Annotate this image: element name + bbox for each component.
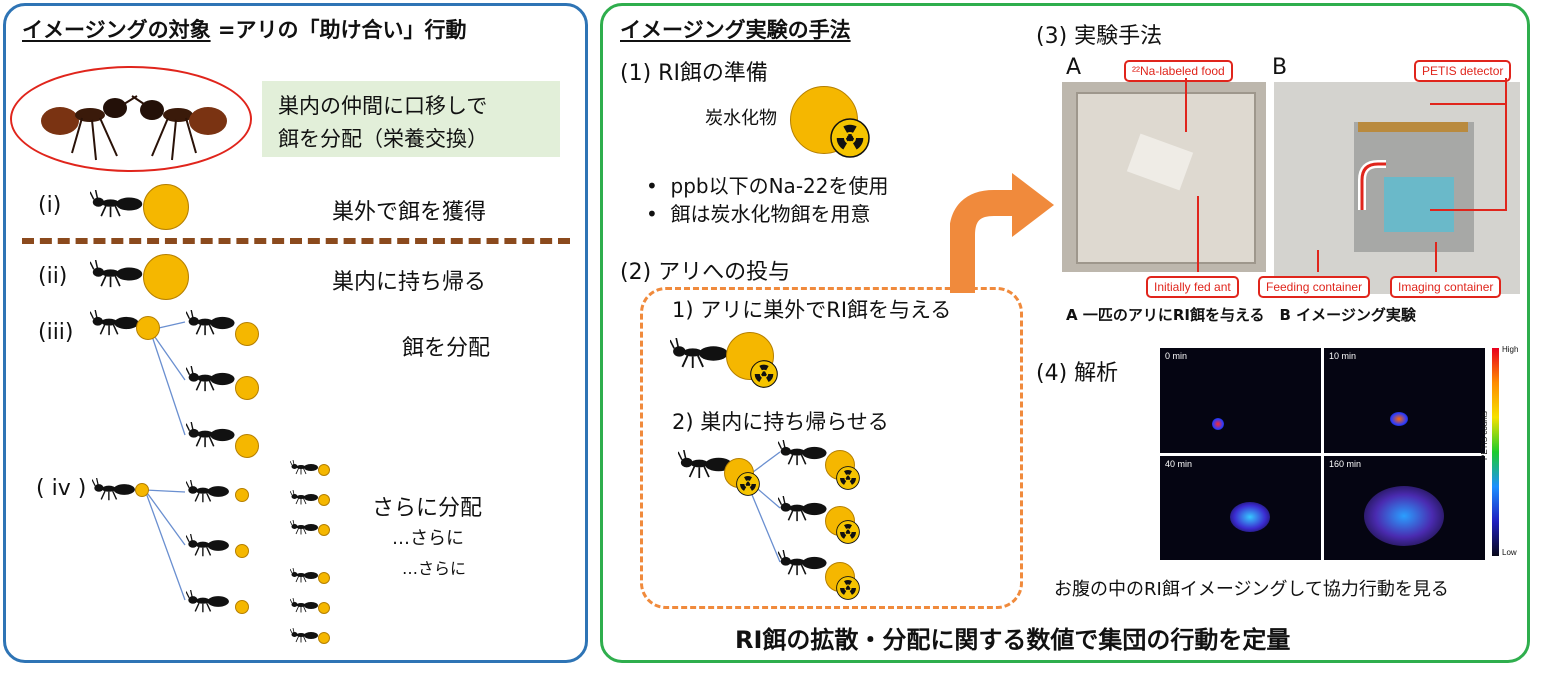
food-ball-icon	[235, 600, 249, 614]
signal-spot	[1364, 486, 1444, 546]
left-panel	[3, 3, 588, 663]
step-iv-label: さらに分配	[372, 496, 483, 521]
food-ball-icon	[318, 632, 330, 644]
food-ball-icon	[318, 572, 330, 584]
section-3-heading: (3) 実験手法	[1036, 24, 1163, 49]
callout-petis: PETIS detector	[1414, 60, 1512, 82]
note-line1: 巣内の仲間に口移しで	[278, 94, 488, 118]
caption-petis: お腹の中のRI餌イメージングして協力行動を見る	[1054, 579, 1449, 600]
step-iii-num: (iii)	[38, 320, 74, 345]
petis-label-3: 160 min	[1329, 459, 1362, 469]
food-ball-icon	[318, 494, 330, 506]
photo-b	[1274, 82, 1520, 294]
bullet-2-text: 餌は炭水化物餌を用意	[670, 202, 871, 226]
ant-photo-ellipse	[10, 66, 252, 172]
food-ball-icon	[143, 254, 189, 300]
petis-panel-0: 0 min	[1160, 348, 1321, 453]
right-panel	[600, 3, 1530, 663]
food-ball-icon	[318, 464, 330, 476]
detector-top-image	[1358, 122, 1468, 132]
caption-ab: A 一匹のアリにRI餌を与える B イメージング実験	[1066, 306, 1416, 324]
left-title: イメージングの対象 =アリの「助け合い」行動	[22, 14, 467, 44]
photo-a	[1062, 82, 1266, 272]
further-1: …さらに	[392, 528, 464, 549]
petis-label-2: 40 min	[1165, 459, 1193, 469]
food-ball-icon	[135, 483, 149, 497]
callout-feeding: Feeding container	[1258, 276, 1371, 298]
step-i-num: (i)	[38, 193, 62, 218]
bullet-1: • ppb以下のNa-22を使用	[646, 174, 889, 198]
signal-spot	[1230, 502, 1270, 532]
step-ii-num: (ii)	[38, 264, 68, 289]
callout-fed-ant: Initially fed ant	[1146, 276, 1239, 298]
food-ball-icon	[136, 316, 160, 340]
imaging-container-image	[1384, 177, 1454, 232]
food-ball-icon	[235, 544, 249, 558]
sub-step-1: 1) アリに巣外でRI餌を与える	[672, 298, 952, 322]
left-title-part1: イメージングの対象	[22, 18, 211, 42]
step-i-label: 巣外で餌を獲得	[332, 200, 487, 225]
food-ball-icon	[235, 434, 259, 458]
callout-na-food: ²²Na-labeled food	[1124, 60, 1233, 82]
photo-a-letter: A	[1066, 55, 1082, 80]
colorbar-low: Low	[1502, 548, 1517, 557]
petis-label-0: 0 min	[1165, 351, 1188, 361]
bullet-2: • 餌は炭水化物餌を用意	[646, 202, 871, 226]
colorbar-label: PETIS counts	[1480, 411, 1489, 460]
food-ball-icon	[143, 184, 189, 230]
signal-spot	[1212, 418, 1224, 430]
trophallaxis-note	[262, 81, 560, 157]
petis-label-1: 10 min	[1329, 351, 1357, 361]
callout-imaging: Imaging container	[1390, 276, 1502, 298]
petis-panel-1: 10 min	[1324, 348, 1485, 453]
ant-photo-icon	[41, 95, 227, 161]
photo-b-letter: B	[1272, 55, 1288, 80]
food-ball-icon	[235, 322, 259, 346]
dosing-box	[640, 287, 1023, 609]
left-title-part2: =アリの「助け合い」行動	[210, 18, 467, 42]
colorbar-high: High	[1502, 345, 1519, 354]
bottom-summary: RI餌の拡散・分配に関する数値で集団の行動を定量	[735, 626, 1291, 654]
step-iv-num: ( iv )	[36, 476, 87, 501]
petis-panel-3: 160 min	[1324, 456, 1485, 560]
food-ball-icon	[318, 602, 330, 614]
section-1-heading: (1) RI餌の準備	[620, 61, 768, 86]
sub-step-2: 2) 巣内に持ち帰らせる	[672, 410, 889, 434]
signal-spot	[1390, 412, 1408, 426]
section-4-heading: (4) 解析	[1036, 361, 1119, 386]
section-2-heading: (2) アリへの投与	[620, 260, 791, 285]
petis-images: 0 min 10 min 40 min 160 min	[1158, 346, 1488, 560]
petis-panel-2: 40 min	[1160, 456, 1321, 560]
further-2: …さらに	[402, 559, 467, 578]
bullet-1-text: ppb以下のNa-22を使用	[670, 174, 889, 198]
food-ball-icon	[235, 376, 259, 400]
note-line2: 餌を分配（栄養交換）	[278, 127, 488, 151]
right-title: イメージング実験の手法	[620, 18, 851, 42]
nest-boundary-divider	[22, 238, 570, 244]
arrow-icon	[950, 173, 1054, 293]
distribution-lines	[144, 321, 186, 601]
colorbar	[1492, 348, 1499, 556]
food-ball-icon	[235, 488, 249, 502]
step-iii-label: 餌を分配	[402, 336, 491, 361]
step-ii-label: 巣内に持ち帰る	[332, 270, 487, 295]
food-ball-icon	[318, 524, 330, 536]
carbohydrate-label: 炭水化物	[705, 108, 777, 129]
